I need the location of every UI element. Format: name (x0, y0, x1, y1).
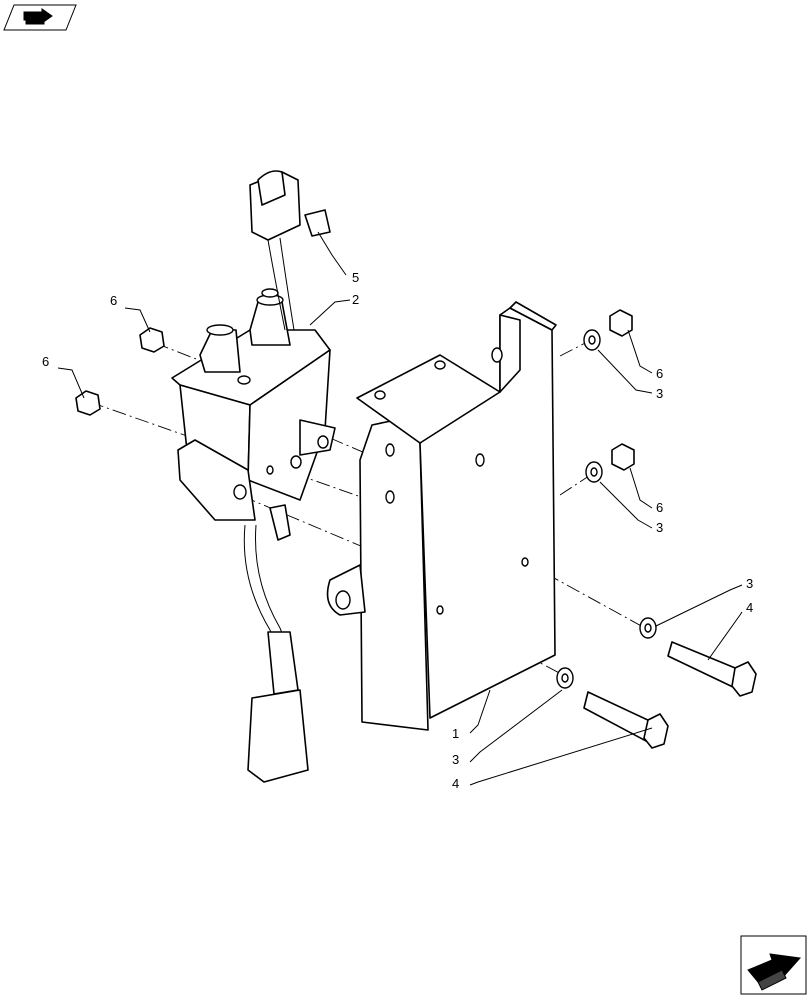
callout-labels: 6 6 5 2 6 3 6 3 3 4 1 3 4 (42, 270, 753, 791)
callout-item-3: 3 (452, 752, 459, 767)
washer (639, 617, 657, 639)
washer (585, 461, 603, 483)
leader-lines (57, 231, 743, 786)
book-arrow-icon[interactable] (3, 4, 77, 31)
callout-item-6: 6 (656, 500, 663, 515)
hex-nut (139, 327, 165, 353)
callout-item-4: 4 (746, 600, 753, 615)
callout-item-3: 3 (656, 520, 663, 535)
hex-bolt (583, 691, 669, 749)
callout-item-6: 6 (656, 366, 663, 381)
hex-nut (609, 309, 633, 337)
hex-bolt (667, 641, 757, 697)
washer (583, 329, 601, 351)
callout-item-6: 6 (110, 293, 117, 308)
next-page-arrow-icon[interactable] (740, 935, 807, 995)
callout-item-3: 3 (746, 576, 753, 591)
wiring-harness (243, 170, 331, 783)
hex-nut (611, 443, 635, 471)
battery-relay (171, 288, 336, 541)
hex-nut (75, 390, 101, 416)
callout-item-3: 3 (656, 386, 663, 401)
callout-item-2: 2 (352, 292, 359, 307)
callout-item-6: 6 (42, 354, 49, 369)
mounting-bracket (326, 301, 557, 731)
washer (556, 667, 574, 689)
callout-item-4: 4 (452, 776, 459, 791)
callout-item-5: 5 (352, 270, 359, 285)
callout-item-1: 1 (452, 726, 459, 741)
